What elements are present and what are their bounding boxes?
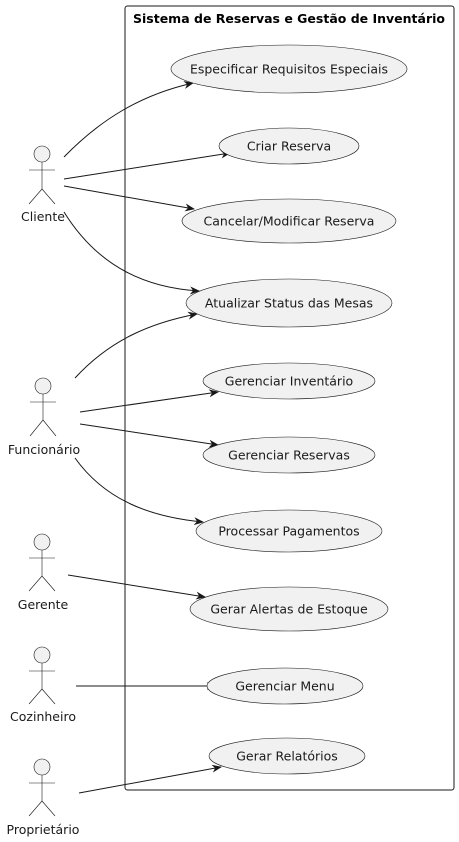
- stick-figure-icon: [29, 377, 57, 437]
- edge-cliente-status: [63, 211, 200, 295]
- use-case-gerar-relatorios: Gerar Relatórios: [208, 737, 366, 775]
- edge-proprietario-relatorios: [78, 764, 222, 794]
- edge-funcionario-pagamentos: [74, 457, 204, 526]
- edge-cliente-cancelar: [63, 185, 195, 212]
- edge-cliente-criar: [63, 150, 231, 180]
- use-case-label: Criar Reserva: [247, 139, 331, 154]
- edge-funcionario-inventario: [79, 389, 219, 413]
- use-case-requisitos: Especificar Requisitos Especiais: [170, 44, 408, 94]
- actor-label: Cozinheiro: [10, 709, 76, 724]
- actor-cliente: Cliente: [21, 145, 65, 224]
- use-case-label: Especificar Requisitos Especiais: [190, 62, 388, 77]
- actor-gerente: Gerente: [18, 533, 69, 612]
- actor-label: Proprietário: [7, 822, 80, 837]
- use-case-label: Gerenciar Menu: [235, 679, 334, 694]
- use-case-label: Gerar Alertas de Estoque: [210, 602, 368, 617]
- use-case-cancelar-modificar: Cancelar/Modificar Reserva: [181, 198, 397, 244]
- stick-figure-icon: [28, 646, 56, 705]
- edge-funcionario-status: [74, 311, 198, 379]
- use-case-label: Cancelar/Modificar Reserva: [204, 214, 375, 229]
- edge-funcionario-reservas: [79, 423, 219, 448]
- use-case-label: Atualizar Status das Mesas: [205, 296, 373, 311]
- use-case-label: Processar Pagamentos: [218, 524, 359, 539]
- use-case-label: Gerar Relatórios: [236, 749, 338, 764]
- stick-figure-icon: [28, 758, 56, 817]
- actor-proprietario: Proprietário: [7, 758, 80, 837]
- use-case-criar-reserva: Criar Reserva: [218, 127, 360, 165]
- edge-gerente-alertas: [67, 574, 206, 600]
- use-case-gerenciar-inventario: Gerenciar Inventário: [202, 362, 376, 400]
- use-case-processar-pagamentos: Processar Pagamentos: [195, 509, 383, 553]
- actor-funcionario: Funcionário: [8, 377, 80, 457]
- use-case-label: Gerenciar Inventário: [225, 374, 353, 389]
- stick-figure-icon: [28, 145, 56, 205]
- associations: [63, 81, 231, 794]
- actor-label: Gerente: [18, 597, 69, 612]
- actor-label: Cliente: [21, 209, 65, 224]
- actor-label: Funcionário: [8, 442, 80, 457]
- system-title: Sistema de Reservas e Gestão de Inventár…: [133, 11, 445, 26]
- actor-cozinheiro: Cozinheiro: [10, 646, 76, 724]
- use-case-gerar-alertas: Gerar Alertas de Estoque: [189, 586, 389, 632]
- use-case-atualizar-status: Atualizar Status das Mesas: [185, 278, 393, 328]
- use-case-label: Gerenciar Reservas: [228, 448, 350, 463]
- edge-cliente-requisitos: [63, 81, 194, 158]
- use-case-gerenciar-reservas: Gerenciar Reservas: [202, 436, 376, 474]
- stick-figure-icon: [28, 533, 56, 592]
- use-case-gerenciar-menu: Gerenciar Menu: [206, 667, 364, 705]
